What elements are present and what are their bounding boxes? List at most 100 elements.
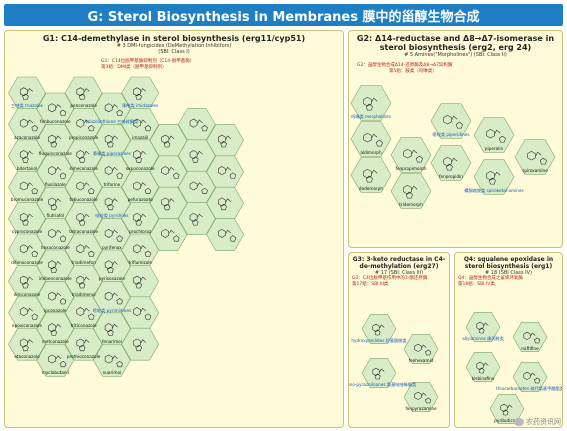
g1-compound-29-structure: [104, 166, 123, 179]
g1-label-oxpoconazole: oxpoconazole: [125, 165, 155, 171]
g3-label-hydroxyanilides: hydroxyanilides 羟基酰胺类: [351, 338, 407, 344]
g1-compound-56-tile: [206, 218, 244, 251]
panel-g2-note-2: 第5组：胺类（吗啉类）: [389, 69, 437, 74]
g2-compound-1-structure: [363, 132, 383, 147]
g1-compound-25-structure: [76, 307, 95, 320]
g3-compound-3-structure: [414, 391, 432, 404]
g1-compound-27-structure: [104, 103, 123, 116]
g1-label-propiconazole: propiconazole: [68, 134, 99, 140]
g1-compound-28-structure: [104, 134, 118, 148]
g1-compound-19-structure: [76, 118, 95, 132]
g1-compound-44-tile: [121, 327, 160, 361]
q4-label-thiocarbamates: thiocarbamates 硫代氨基甲酸酯类: [496, 386, 563, 392]
panel-g2-title: G2: Δ14-reductase and Δ8→Δ7-isomerase in…: [356, 34, 555, 52]
g1-compound-0-structure: [19, 87, 33, 100]
q4-compound-2-structure: [476, 361, 489, 374]
g1-label-imidazoles: 咪唑类 imidazoles: [122, 103, 159, 109]
g1-compound-45-structure: [161, 134, 175, 148]
g1-compound-46-structure: [161, 166, 180, 179]
g1-compound-44-structure: [133, 338, 147, 352]
g1-compound-42-structure: [133, 275, 147, 289]
g1-label-triflumizole: triflumizole: [128, 260, 152, 266]
g1-label-bitertanol: bitertanol: [16, 165, 38, 171]
panel-q4-subtitle: # 18 (SBI Class IV): [485, 270, 532, 276]
g2-label-spiroketal-amines: 螺酮缩胺类 spiroketal-amines: [464, 188, 524, 193]
q4-compound-3-structure: [523, 371, 541, 384]
panel-g3-subtitle: # 17 (SBI: Class III): [374, 270, 424, 276]
g1-compound-24-structure: [76, 275, 90, 289]
g1-compound-52-tile: [177, 202, 216, 235]
g1-compound-22-structure: [76, 212, 90, 226]
g2-compound-1-tile: [350, 121, 392, 157]
g3-label-fenpyrazamine: fenpyrazamine: [405, 406, 437, 412]
g1-label-triadimenol: triadimenol: [71, 291, 96, 297]
panel-g3-keto-reductase: G3: 3-keto reductase in C4-de-methylatio…: [348, 252, 450, 428]
panel-g3-note-2: 第17组：SBI III类: [352, 281, 389, 287]
g1-compound-26-structure: [76, 338, 90, 352]
g1-label-triadimefon: triadimefon: [71, 260, 96, 266]
g2-compound-6-tile: [430, 145, 472, 181]
g2-label-aldimorph: aldimorph: [360, 150, 382, 155]
panel-g1-c14-demethylase: G1: C14-demethylase in sterol biosynthes…: [4, 30, 344, 428]
g1-label-cyproconazole: cyproconazole: [11, 228, 43, 234]
g1-compound-39-structure: [133, 181, 152, 194]
q4-label-terbinafine: terbinafine: [471, 376, 495, 382]
g3-label-amino-pyrazolinones: amino-pyrazolinones 氨基吡唑啉酮类: [348, 382, 417, 388]
g1-label-bromuconazole: bromuconazole: [10, 197, 44, 203]
g1-compound-17-tile: [36, 343, 75, 377]
g1-compound-17-structure: [48, 354, 67, 368]
g1-label-pyrimidines: 嘧啶类 pyrimidines: [92, 307, 132, 313]
g1-compound-12-structure: [48, 197, 62, 211]
g1-compound-35-structure: [104, 354, 123, 368]
g1-compound-54-structure: [218, 166, 237, 179]
g1-label-imibenconazole: imibenconazole: [38, 276, 72, 282]
panel-g1-class: (SBI: Class I): [158, 49, 190, 55]
g1-compound-8-tile: [8, 327, 46, 361]
g1-label-pefurazoate: pefurazoate: [127, 197, 153, 203]
g2-compound-5-tile: [430, 103, 472, 139]
g3-compound-0-structure: [372, 323, 385, 336]
g2-compound-9-tile: [514, 139, 556, 175]
g1-compound-50-structure: [189, 150, 203, 163]
g1-compound-36-structure: [133, 87, 147, 100]
g1-compound-6-structure: [19, 275, 33, 289]
g1-compound-20-structure: [76, 150, 90, 163]
g3-label-fenhexamid: fenhexamid: [408, 358, 434, 364]
g2-label-piperidines: 哌啶类 piperidines: [432, 132, 470, 137]
q4-label-allylamines: allylamines 烯丙胺类: [462, 336, 504, 342]
g1-compound-56-structure: [218, 228, 237, 242]
g2-compound-8-tile: [473, 159, 515, 195]
g1-compound-41-structure: [133, 244, 152, 257]
g1-compound-53-structure: [218, 134, 232, 148]
g2-compound-7-structure: [486, 128, 506, 143]
g1-compound-11-structure: [48, 166, 67, 179]
g1-compound-9-structure: [48, 103, 67, 116]
g1-compound-51-structure: [189, 181, 208, 194]
g1-label-simeconazole: simeconazole: [69, 165, 98, 171]
g1-compound-33-structure: [104, 291, 123, 305]
g2-compound-8-structure: [486, 170, 501, 185]
g1-compound-40-structure: [133, 212, 147, 226]
q4-label-naftifine: naftifine: [521, 346, 539, 352]
g1-label-prochloraz: prochloraz: [129, 228, 152, 234]
g2-label-dodemorph: dodemorph: [358, 186, 384, 191]
g1-compound-55-structure: [218, 197, 232, 211]
g2-compound-9-structure: [527, 150, 547, 165]
watermark-text: 农药资讯网: [526, 418, 561, 426]
q4-compound-0-structure: [476, 321, 489, 334]
g2-label-spiroxamine: spiroxamine: [522, 168, 548, 173]
g1-label-diniconazole: diniconazole: [13, 291, 41, 297]
g1-label-flusilazole: flusilazole: [44, 182, 66, 187]
panel-q4-title: Q4: squalene epoxidase in sterol biosynt…: [463, 256, 554, 270]
g1-label-prothioconazole: prothioconazole: [66, 354, 101, 360]
wechat-icon: [514, 418, 524, 426]
q4-label-pyributicarb: pyributicarb: [494, 418, 520, 424]
panel-q4-note-1: Q4：甾醇生物合成之鲨烯环氧酶: [458, 276, 523, 281]
g1-compound-13-structure: [48, 228, 67, 242]
g1-compound-43-structure: [133, 307, 152, 320]
g1-label-fenbuconazole: fenbuconazole: [39, 119, 71, 125]
panel-g3-title: G3: 3-keto reductase in C4-de-methylatio…: [352, 256, 446, 270]
g2-compound-7-tile: [473, 117, 515, 153]
g1-compound-37-structure: [133, 118, 152, 132]
g2-compound-2-tile: [350, 157, 392, 193]
